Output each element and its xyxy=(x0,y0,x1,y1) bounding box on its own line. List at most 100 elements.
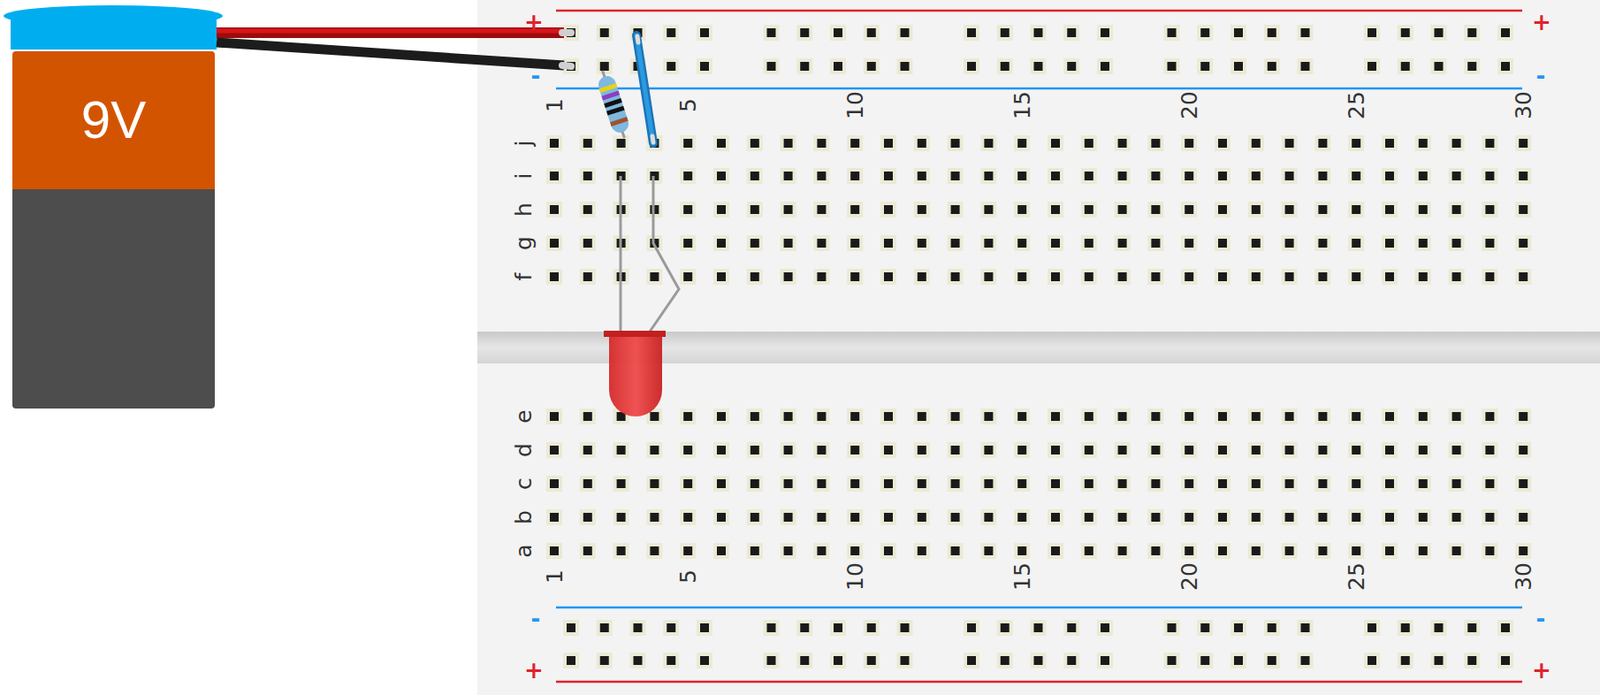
hole-frame xyxy=(1448,441,1465,458)
hole-frame xyxy=(1314,475,1331,492)
hole xyxy=(1418,445,1428,455)
hole-frame xyxy=(579,509,596,526)
hole-frame xyxy=(1297,58,1314,75)
hole-frame xyxy=(846,509,863,526)
hole-frame xyxy=(1180,167,1197,184)
rail-line xyxy=(556,87,1523,91)
hole xyxy=(983,546,993,556)
hole xyxy=(683,171,693,181)
hole-frame xyxy=(1463,24,1480,41)
hole-frame xyxy=(1297,619,1314,636)
hole xyxy=(1234,655,1243,665)
hole xyxy=(1251,411,1261,421)
hole-frame xyxy=(1047,509,1064,526)
hole-frame xyxy=(1381,509,1398,526)
hole-frame xyxy=(746,509,763,526)
hole xyxy=(1034,655,1044,665)
hole-frame xyxy=(579,475,596,492)
hole xyxy=(1351,272,1361,282)
hole xyxy=(666,61,676,71)
hole-frame xyxy=(1047,441,1064,458)
hole-frame xyxy=(579,441,596,458)
hole xyxy=(1084,138,1094,148)
hole xyxy=(1100,28,1110,38)
hole xyxy=(1351,411,1361,421)
hole xyxy=(750,512,760,522)
hole xyxy=(549,238,559,248)
hole-frame xyxy=(1348,201,1364,218)
hole-frame xyxy=(1281,167,1298,184)
hole-frame xyxy=(880,475,897,492)
hole-frame xyxy=(1497,58,1514,75)
hole xyxy=(1385,546,1395,556)
led-flange xyxy=(603,330,666,337)
hole xyxy=(1485,205,1494,214)
hole-frame xyxy=(880,542,897,559)
rail-polarity-sign: + xyxy=(1531,658,1552,682)
hole-frame xyxy=(546,268,563,285)
hole-frame xyxy=(947,201,964,218)
hole xyxy=(1285,512,1295,522)
hole xyxy=(716,445,726,455)
hole-frame xyxy=(1114,542,1131,559)
hole xyxy=(1184,445,1194,455)
hole xyxy=(900,655,910,665)
hole-frame xyxy=(713,268,730,285)
hole-frame xyxy=(1264,24,1280,41)
row-column-number: 1 xyxy=(543,569,566,584)
hole xyxy=(917,171,927,181)
hole-frame xyxy=(1013,235,1030,252)
row-column-number: 10 xyxy=(844,562,867,591)
hole-frame xyxy=(780,509,797,526)
hole xyxy=(1418,479,1428,488)
resistor-symbol xyxy=(594,68,633,141)
hole xyxy=(666,623,676,633)
hole-frame xyxy=(980,167,997,184)
hole-frame xyxy=(679,167,696,184)
hole xyxy=(850,272,860,282)
hole-frame xyxy=(1281,268,1298,285)
hole-frame xyxy=(579,268,596,285)
hole-frame xyxy=(1448,201,1465,218)
hole xyxy=(1452,479,1462,488)
hole-frame xyxy=(1397,24,1414,41)
hole-frame xyxy=(863,58,880,75)
hole xyxy=(750,171,760,181)
hole-frame xyxy=(1164,619,1181,636)
hole xyxy=(1418,272,1428,282)
hole xyxy=(1150,546,1160,556)
hole xyxy=(1118,479,1128,488)
hole-frame xyxy=(1314,235,1331,252)
hole-frame xyxy=(1348,408,1364,425)
hole xyxy=(1184,272,1194,282)
hole xyxy=(1051,138,1060,148)
hole xyxy=(1066,28,1076,38)
hole-frame xyxy=(1448,135,1465,152)
hole-frame xyxy=(947,408,964,425)
hole xyxy=(1518,238,1528,248)
hole xyxy=(549,512,559,522)
hole xyxy=(716,546,726,556)
hole-frame xyxy=(746,167,763,184)
hole-frame xyxy=(1397,58,1414,75)
hole-frame xyxy=(963,24,980,41)
hole-frame xyxy=(1363,619,1380,636)
hole xyxy=(1318,512,1327,522)
hole-frame xyxy=(1114,135,1131,152)
hole xyxy=(683,546,693,556)
red-wire xyxy=(216,27,564,39)
hole xyxy=(1385,272,1395,282)
hole xyxy=(750,479,760,488)
hole-frame xyxy=(1214,268,1231,285)
hole xyxy=(1418,411,1428,421)
hole xyxy=(1200,655,1210,665)
hole-frame xyxy=(1515,201,1532,218)
hole xyxy=(816,512,826,522)
hole xyxy=(1467,28,1477,38)
hole-frame xyxy=(846,167,863,184)
hole xyxy=(883,479,893,488)
hole-frame xyxy=(679,235,696,252)
hole-frame xyxy=(813,135,830,152)
wire-tip xyxy=(637,36,639,43)
hole-frame xyxy=(1114,268,1131,285)
